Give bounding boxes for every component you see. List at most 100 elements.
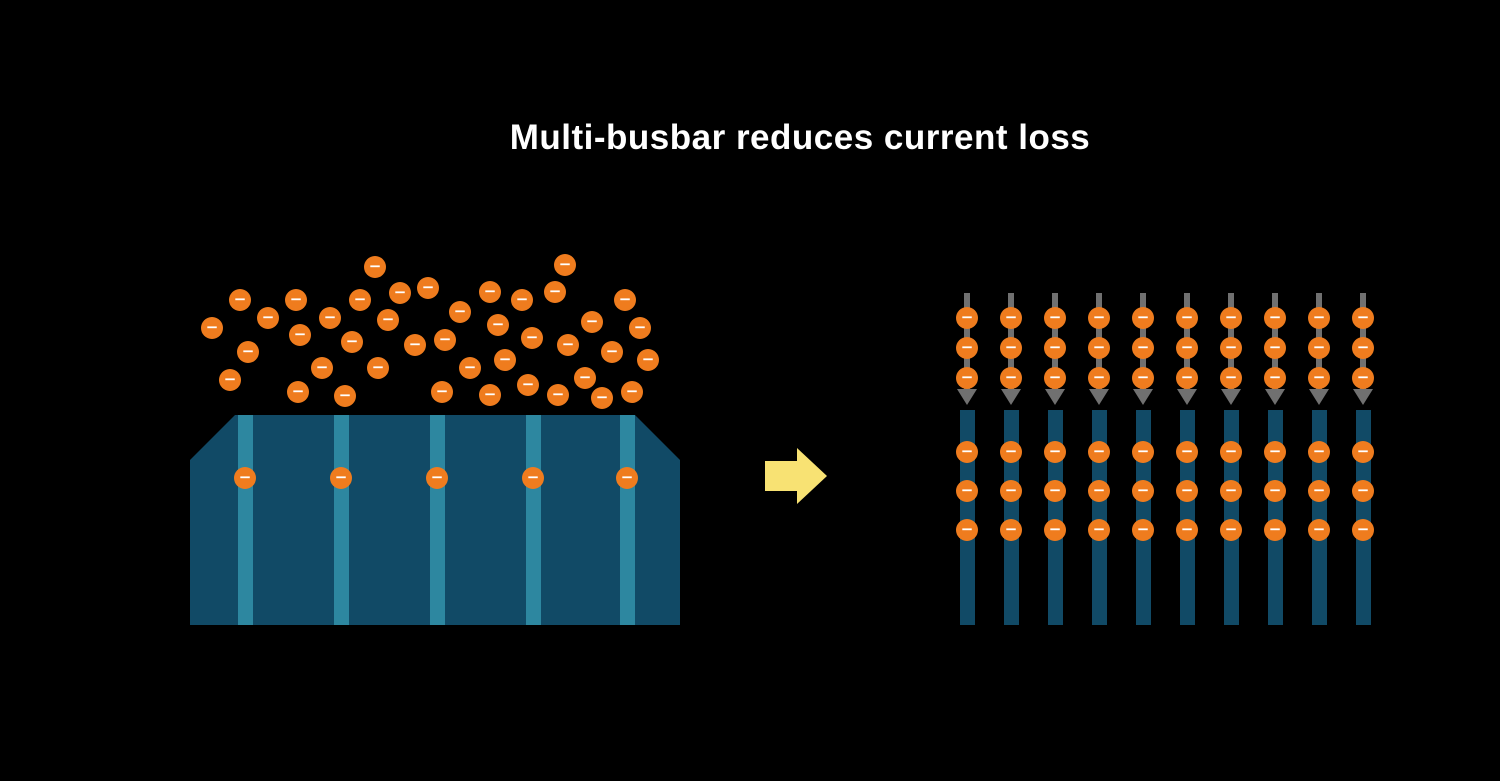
down-arrow-head — [1177, 389, 1197, 405]
electron: − — [1176, 367, 1198, 389]
electron: − — [367, 357, 389, 379]
diagram-title: Multi-busbar reduces current loss — [509, 118, 1091, 157]
electron: − — [1000, 441, 1022, 463]
minus-symbol: − — [1136, 519, 1150, 538]
minus-symbol: − — [233, 289, 247, 308]
busbar — [1003, 410, 1019, 625]
minus-symbol: − — [368, 256, 382, 275]
electron: − — [591, 387, 613, 409]
busbar — [1179, 410, 1195, 625]
minus-symbol: − — [960, 519, 974, 538]
electron: − — [1264, 480, 1286, 502]
electron: − — [1220, 480, 1242, 502]
electron: − — [1176, 519, 1198, 541]
minus-symbol: − — [430, 467, 444, 486]
minus-symbol: − — [1136, 480, 1150, 499]
electron: − — [1176, 337, 1198, 359]
electron: − — [1044, 307, 1066, 329]
electron: − — [1308, 480, 1330, 502]
minus-symbol: − — [1004, 337, 1018, 356]
electron: − — [1088, 441, 1110, 463]
electron: − — [1088, 519, 1110, 541]
busbar-stripe — [237, 415, 253, 625]
electron: − — [1352, 480, 1374, 502]
electron: − — [1220, 307, 1242, 329]
busbar — [959, 410, 975, 625]
electron: − — [956, 337, 978, 359]
electron: − — [1044, 519, 1066, 541]
electron: − — [1220, 337, 1242, 359]
busbar — [1223, 410, 1239, 625]
minus-symbol: − — [1136, 307, 1150, 326]
electron: − — [494, 349, 516, 371]
minus-symbol: − — [205, 317, 219, 336]
electron: − — [364, 256, 386, 278]
minus-symbol: − — [1356, 441, 1370, 460]
busbar — [1355, 410, 1371, 625]
down-arrow-head — [1133, 389, 1153, 405]
electron: − — [1000, 519, 1022, 541]
minus-symbol: − — [371, 357, 385, 376]
minus-symbol: − — [1224, 307, 1238, 326]
electron: − — [434, 329, 456, 351]
electron: − — [319, 307, 341, 329]
electron: − — [1044, 367, 1066, 389]
electron: − — [1264, 367, 1286, 389]
minus-symbol: − — [1092, 307, 1106, 326]
electron: − — [1132, 480, 1154, 502]
electron: − — [554, 254, 576, 276]
electron: − — [1352, 519, 1374, 541]
electron: − — [956, 519, 978, 541]
down-arrow-head — [1309, 389, 1329, 405]
busbar-stripe — [619, 415, 635, 625]
electron: − — [237, 341, 259, 363]
electron: − — [1044, 441, 1066, 463]
electron: − — [426, 467, 448, 489]
electron: − — [1308, 367, 1330, 389]
down-arrow-head — [1001, 389, 1021, 405]
electron: − — [289, 324, 311, 346]
minus-symbol: − — [641, 349, 655, 368]
minus-symbol: − — [1048, 337, 1062, 356]
busbar — [1267, 410, 1283, 625]
minus-symbol: − — [483, 281, 497, 300]
electron: − — [1044, 337, 1066, 359]
minus-symbol: − — [1136, 367, 1150, 386]
electron: − — [511, 289, 533, 311]
minus-symbol: − — [620, 467, 634, 486]
minus-symbol: − — [960, 367, 974, 386]
minus-symbol: − — [521, 374, 535, 393]
minus-symbol: − — [393, 282, 407, 301]
minus-symbol: − — [1268, 519, 1282, 538]
minus-symbol: − — [585, 311, 599, 330]
electron: − — [1132, 519, 1154, 541]
electron: − — [557, 334, 579, 356]
minus-symbol: − — [1268, 307, 1282, 326]
electron: − — [956, 480, 978, 502]
electron: − — [956, 441, 978, 463]
down-arrow-head — [1265, 389, 1285, 405]
electron: − — [547, 384, 569, 406]
minus-symbol: − — [1224, 480, 1238, 499]
electron: − — [616, 467, 638, 489]
minus-symbol: − — [1180, 337, 1194, 356]
electron: − — [417, 277, 439, 299]
electron: − — [287, 381, 309, 403]
electron: − — [574, 367, 596, 389]
down-arrow-head — [1089, 389, 1109, 405]
electron: − — [377, 309, 399, 331]
electron: − — [1132, 307, 1154, 329]
electron: − — [1220, 367, 1242, 389]
minus-symbol: − — [960, 307, 974, 326]
busbar-stripe — [525, 415, 541, 625]
minus-symbol: − — [525, 327, 539, 346]
electron: − — [219, 369, 241, 391]
electron: − — [1352, 441, 1374, 463]
electron: − — [1308, 337, 1330, 359]
minus-symbol: − — [548, 281, 562, 300]
electron: − — [1264, 519, 1286, 541]
electron: − — [234, 467, 256, 489]
electron: − — [1000, 480, 1022, 502]
down-arrow-head — [1353, 389, 1373, 405]
